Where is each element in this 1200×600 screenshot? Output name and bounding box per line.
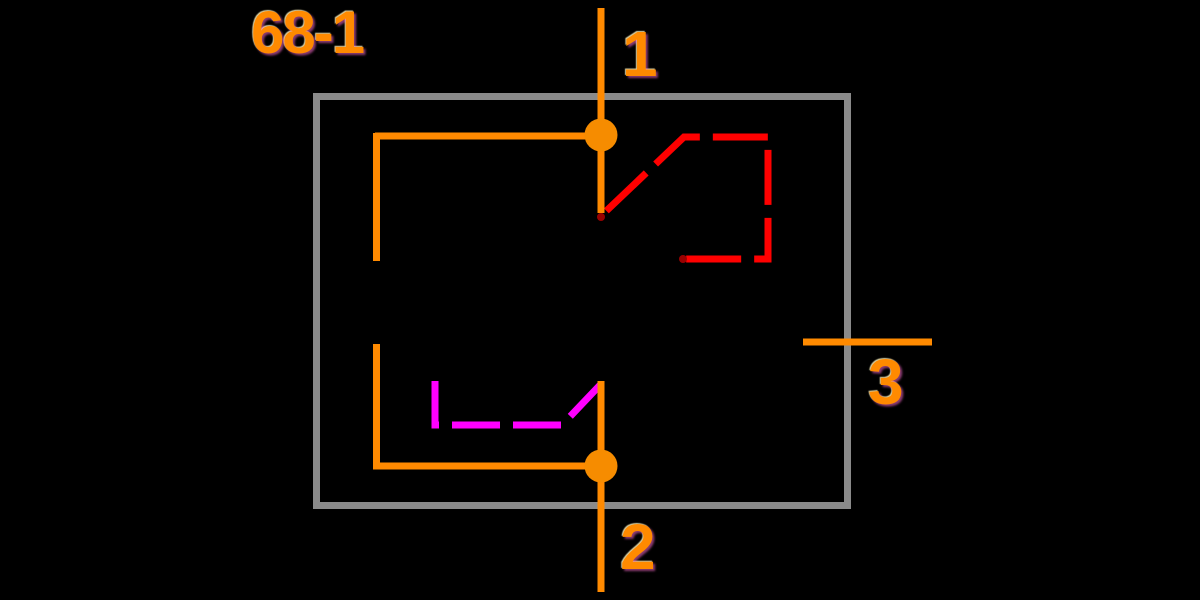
component-label: 68-1 bbox=[251, 0, 365, 66]
junction-node-bottom bbox=[584, 449, 618, 483]
red-diagonal-endpoint-tip bbox=[597, 213, 605, 221]
red-path-endpoint-tip bbox=[679, 255, 687, 263]
pin-2-label: 2 bbox=[620, 511, 656, 583]
contact-path-red-dashed bbox=[599, 133, 772, 263]
contact-path-magenta-dashed bbox=[431, 381, 604, 429]
pin-3-label: 3 bbox=[868, 346, 904, 418]
pin-1-label: 1 bbox=[622, 18, 658, 90]
component-outline-box bbox=[313, 93, 851, 509]
junction-node-top bbox=[584, 118, 618, 152]
